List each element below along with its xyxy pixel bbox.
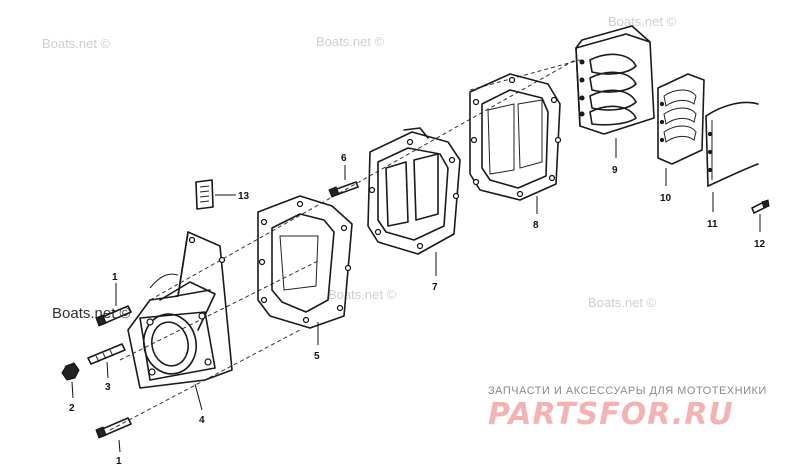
- callout-12: 12: [754, 239, 766, 250]
- part-5-gasket: [257, 195, 353, 329]
- part-9-reed-cage: [575, 25, 655, 135]
- part-10-reed-petals: [657, 73, 705, 165]
- callout-4: 4: [199, 415, 205, 426]
- leader-line: [71, 381, 74, 399]
- part-12-screw: [751, 199, 770, 214]
- part-2-nut: [61, 362, 80, 381]
- watermark: Boats.net ©: [608, 14, 677, 29]
- callout-1: 1: [112, 272, 118, 283]
- callout-2: 2: [69, 403, 75, 414]
- watermark: Boats.net ©: [42, 36, 111, 51]
- part-7-reed-block: [367, 127, 461, 255]
- leader-line: [118, 439, 121, 453]
- brand-caption: ЗАПЧАСТИ И АКСЕССУАРЫ ДЛЯ МОТОТЕХНИКИ: [488, 385, 767, 397]
- assembly-axis: [119, 259, 321, 361]
- leader-line: [194, 383, 203, 411]
- assembly-axis: [469, 59, 581, 91]
- callout-1: 1: [116, 456, 122, 467]
- part-6-screw: [328, 181, 359, 198]
- callout-3: 3: [105, 382, 111, 393]
- callout-5: 5: [314, 351, 320, 362]
- callout-11: 11: [707, 219, 718, 230]
- assembly-axis: [149, 59, 576, 301]
- watermark: Boats.net ©: [328, 287, 397, 302]
- part-4-adapter-housing: [127, 231, 233, 389]
- leader-line: [106, 361, 109, 379]
- part-1-screw-upper: [95, 305, 132, 327]
- watermark: Boats.net ©: [588, 295, 657, 310]
- watermark: Boats.net ©: [316, 34, 385, 49]
- part-13-tag: [195, 179, 214, 210]
- part-11-reed-stop: [705, 101, 759, 187]
- part-1-screw-lower: [95, 417, 132, 439]
- brand-logo: PARTSFOR.RU: [488, 397, 734, 432]
- callout-8: 8: [533, 220, 539, 231]
- callout-13: 13: [238, 191, 250, 202]
- part-3-stud: [87, 343, 126, 365]
- watermark: Boats.net ©: [52, 305, 131, 322]
- callout-10: 10: [660, 193, 672, 204]
- callout-7: 7: [432, 282, 438, 293]
- part-8-gasket: [469, 73, 562, 201]
- callout-9: 9: [612, 165, 618, 176]
- callout-6: 6: [341, 153, 347, 164]
